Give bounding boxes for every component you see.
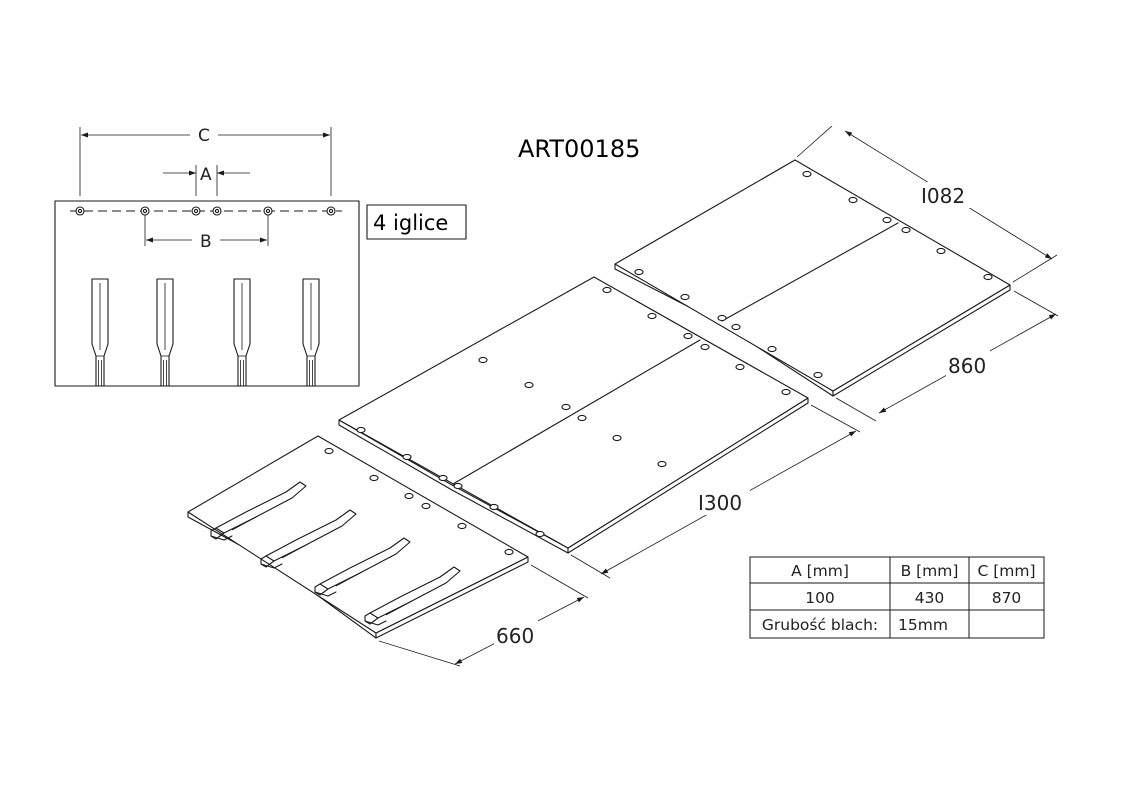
- table-header-a: A [mm]: [791, 562, 849, 580]
- table-thickness-label: Grubość blach:: [762, 616, 878, 634]
- needle: [302, 278, 320, 387]
- dimension-a-label: A: [200, 165, 212, 185]
- needle: [233, 278, 251, 387]
- needle-detail-view: C A B: [54, 126, 360, 387]
- dimension-b-label: B: [200, 232, 212, 252]
- dimension-length-middle: I300: [570, 404, 861, 579]
- dimension-c-label: C: [198, 126, 210, 146]
- needle: [156, 278, 174, 387]
- table-value-a: 100: [805, 589, 835, 607]
- needle-count-note: 4 iglice: [366, 204, 467, 240]
- table-header-c: C [mm]: [977, 562, 1035, 580]
- dimension-length-middle-label: I300: [698, 491, 742, 515]
- table-value-b: 430: [915, 589, 945, 607]
- dimension-depth-top: 860: [835, 290, 1059, 422]
- table-thickness-value: 15mm: [898, 616, 948, 634]
- plate-front-needles: [187, 435, 529, 639]
- drawing-title: ART00185: [518, 135, 640, 163]
- needle: [91, 278, 109, 387]
- detail-frame: [54, 200, 360, 387]
- dimension-width-top: I082: [796, 125, 1058, 283]
- needle-count-label: 4 iglice: [373, 211, 448, 235]
- dimension-length-front: 660: [378, 564, 589, 667]
- dimension-depth-top-label: 860: [948, 354, 986, 378]
- dimension-width-top-label: I082: [921, 184, 965, 208]
- table-header-b: B [mm]: [901, 562, 959, 580]
- plate-holes: [324, 447, 514, 556]
- iso-needle: [210, 481, 307, 541]
- table-value-c: 870: [992, 589, 1022, 607]
- dimension-length-front-label: 660: [496, 624, 534, 648]
- dimension-table: A [mm] B [mm] C [mm] 100 430 870 Grubość…: [749, 556, 1045, 639]
